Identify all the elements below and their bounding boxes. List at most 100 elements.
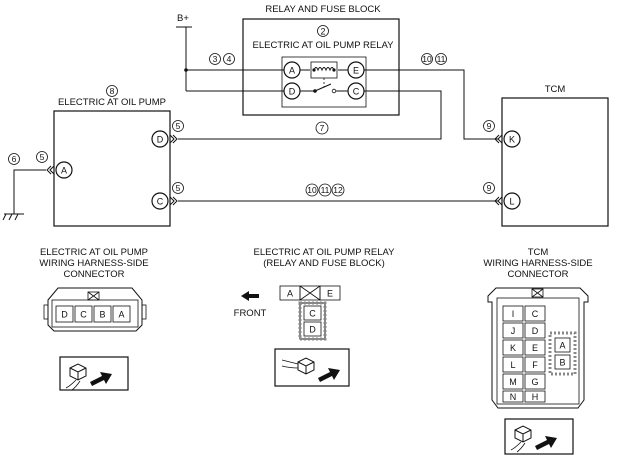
tcm-conn-pin-k: K [510,343,516,353]
relay-pin-a-label: A [289,66,295,76]
tcm-l-ref: 9 [487,183,492,193]
svg-text:10: 10 [422,54,432,64]
pump-conn-title-3: CONNECTOR [63,269,124,280]
tcm-k-chevron [494,134,503,144]
relay-pin-d-label: D [289,87,296,97]
tcm-conn-pin-d: D [532,326,539,336]
relay-conn-title-1: ELECTRIC AT OIL PUMP RELAY [254,247,396,258]
relay-pin-c-label: C [353,87,360,97]
tcm-l-chevron [494,196,503,206]
relay-fuse-block: RELAY AND FUSE BLOCK 2 ELECTRIC AT OIL P… [242,4,400,116]
tcm-conn-pin-i: I [512,309,515,319]
tcm-conn-pin-m: M [509,377,517,387]
tcm-conn-pin-l: L [510,360,515,370]
oil-pump: 8 ELECTRIC AT OIL PUMP D C A 5 5 5 [36,85,184,227]
pump-connector-view: ELECTRIC AT OIL PUMP WIRING HARNESS-SIDE… [39,247,149,332]
tcm-conn-title-3: CONNECTOR [507,269,568,280]
pump-conn-latch-right [141,304,147,320]
tcm-conn-key [531,288,544,298]
tcm-pin-k-label: K [509,135,515,145]
relay-conn-key [299,285,321,301]
pump-c-ref: 5 [176,183,181,193]
relay-switch-symbol [300,83,348,94]
tcm-conn-right-col: C D E F G H [524,305,546,403]
fuse-refs: 3 4 [209,53,235,65]
svg-text:11: 11 [437,54,446,64]
tcm-conn-pin-g: G [531,377,538,387]
tcm-conn-pin-j: J [511,326,516,336]
oil-pump-pin-a-label: A [61,166,67,176]
svg-text:10: 10 [307,185,317,195]
relay-fuse-block-title: RELAY AND FUSE BLOCK [265,4,381,15]
pump-conn-key [87,291,100,301]
pump-conn-pin-a: A [118,310,124,320]
pump-conn-pin-b: B [99,310,105,320]
oil-pump-pin-d-label: D [157,135,164,145]
tcm-conn-side-block: A B [548,331,577,376]
ground-ref: 6 [12,154,17,164]
pump-conn-title-2: WIRING HARNESS-SIDE [39,258,148,269]
tcm-connector-view: TCM WIRING HARNESS-SIDE CONNECTOR I J K … [483,247,593,409]
relay-conn-pin-e: E [327,289,333,299]
tcm-label: TCM [545,84,566,95]
pump-conn-latch-left [43,304,49,320]
oil-pump-label: ELECTRIC AT OIL PUMP [58,97,166,108]
b-plus-supply: B+ [176,13,284,92]
tcm-conn-title-2: WIRING HARNESS-SIDE [483,258,592,269]
relay-inner-box [281,56,367,108]
relay-fuse-block-box [242,18,400,116]
tcm-pin-k [503,130,521,148]
relay-conn-pin-c: C [309,309,316,319]
pump-d-ref: 5 [176,121,181,131]
pump-a-chevron [46,165,55,175]
tcm-conn-left-col: I J K L M N [502,305,524,403]
power-refs: 10 11 [421,53,447,65]
oil-pump-ref: 8 [110,86,115,96]
tcm: TCM K L 9 9 [483,84,609,227]
wire-ref-7: 7 [320,123,325,133]
tcm-conn-pin-f: F [532,360,538,370]
tcm-pin-l [503,192,521,210]
tcm-conn-inner [496,297,580,405]
pump-a-ref: 5 [40,152,45,162]
tcm-conn-pin-c: C [532,309,539,319]
pump-d-chevron [169,134,178,144]
tcm-conn-pin-e: E [532,343,538,353]
b-plus-label: B+ [177,13,189,24]
tcm-conn-outline [487,287,589,409]
tcm-conn-pin-n: N [510,392,517,402]
pump-conn-pin-c: C [80,310,87,320]
relay-conn-pin-a: A [287,289,293,299]
svg-text:12: 12 [333,185,343,195]
pump-conn-outline [47,287,143,332]
relay-ref: 2 [320,27,325,37]
svg-text:4: 4 [227,54,232,64]
wire-relay-c-to-pump-d [178,90,442,140]
relay-connector-view: ELECTRIC AT OIL PUMP RELAY (RELAY AND FU… [234,247,396,341]
tcm-conn-pin-a: A [559,341,565,351]
tcm-connector-icon [504,418,574,455]
relay-conn-pin-d: D [309,325,316,335]
pump-c-chevron [169,196,178,206]
pump-conn-title-1: ELECTRIC AT OIL PUMP [40,247,148,258]
relay-label: ELECTRIC AT OIL PUMP RELAY [253,40,395,51]
oil-pump-box [53,110,171,227]
wire-refs-10-11-12: 10 11 12 [305,183,345,197]
wire-ref-7-circle [315,121,329,135]
relay-connector-icon [274,348,350,387]
svg-text:3: 3 [213,54,218,64]
tcm-pin-l-label: L [509,197,514,207]
front-label: FRONT [234,308,267,319]
oil-pump-pin-c [151,192,169,210]
pump-conn-pin-d: D [61,310,68,320]
tcm-k-ref: 9 [487,121,492,131]
ground-symbol: 6 [2,153,46,221]
wire-relay-e-to-tcm-k [364,69,498,140]
relay-coil-symbol [300,61,348,87]
relay-pin-e-label: E [353,66,359,76]
oil-pump-ref-circle [106,85,118,97]
pump-connector-icon [59,356,129,391]
tcm-conn-pin-h: H [532,392,539,402]
svg-text:11: 11 [321,185,330,195]
